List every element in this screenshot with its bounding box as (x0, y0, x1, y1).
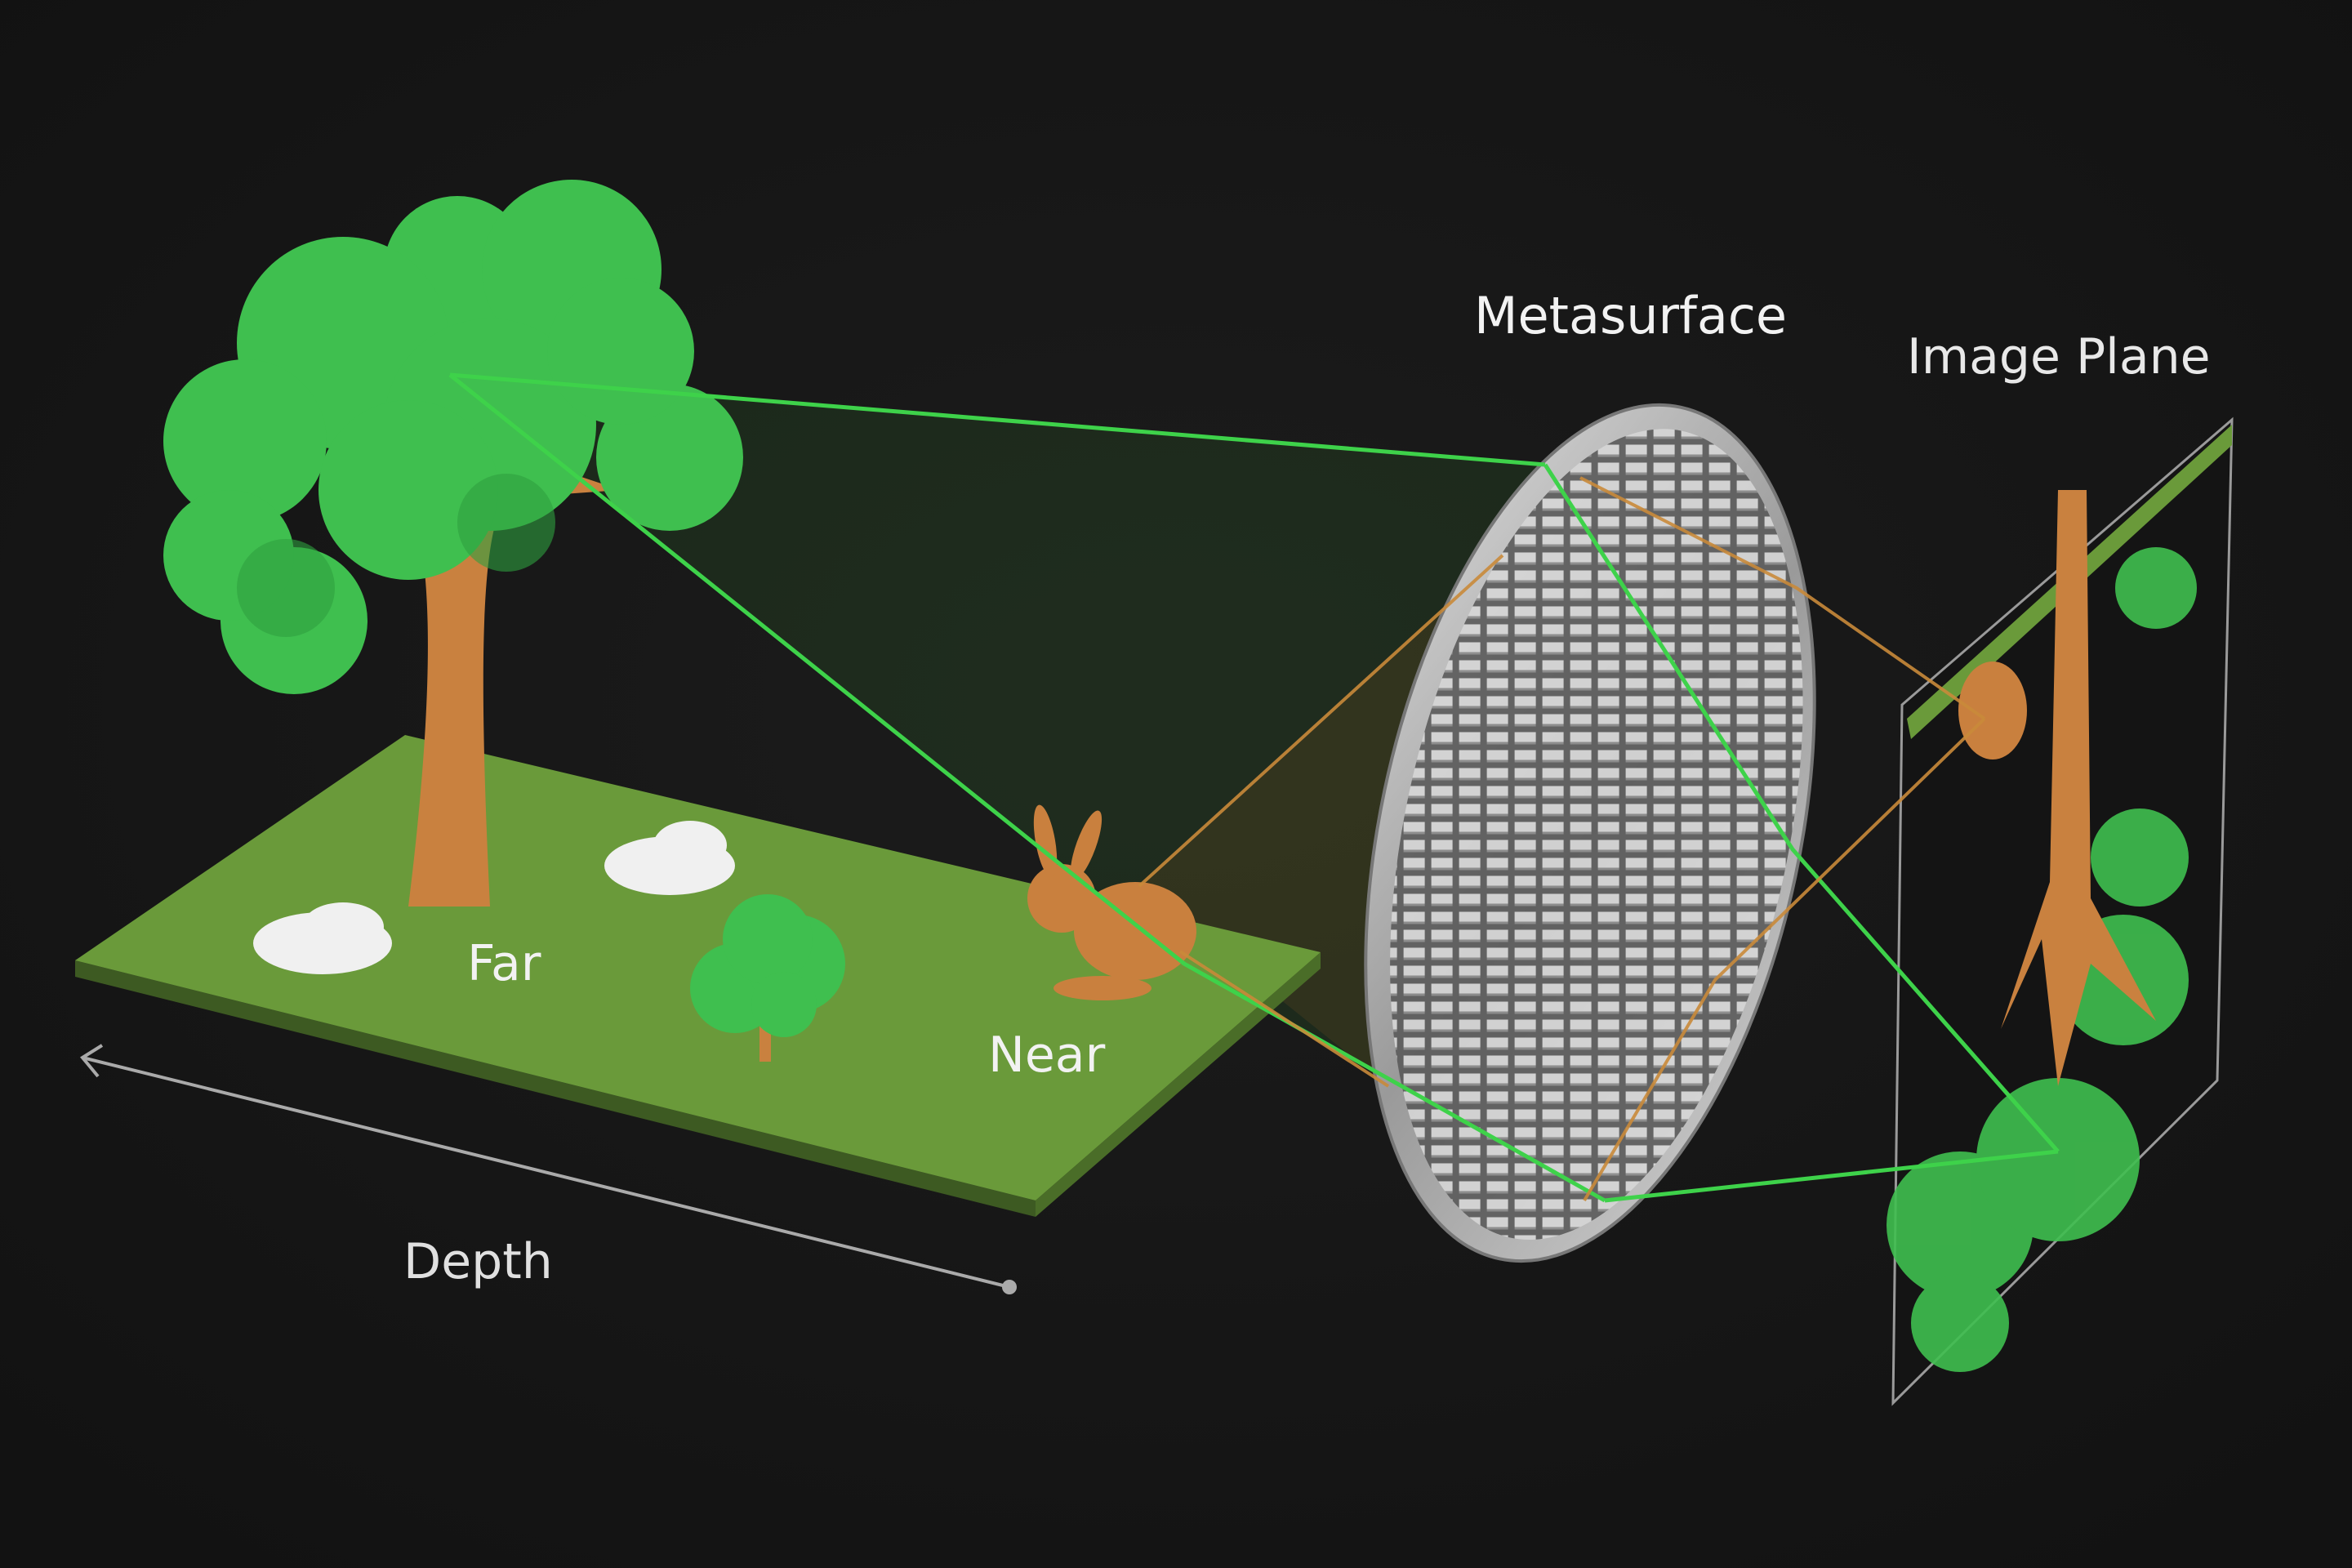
far-label: Far (467, 935, 541, 992)
depth-arrow-end-dot (1002, 1280, 1017, 1294)
rock-icon (253, 821, 735, 974)
metasurface-lens (1364, 403, 1816, 1263)
depth-arrow (80, 1044, 1010, 1289)
orange-rays (1138, 476, 1986, 1202)
image-plane-label: Image Plane (1907, 328, 2211, 385)
green-rays (448, 372, 2060, 1203)
ground-plane-side-right (1036, 952, 1321, 1217)
near-label: Near (988, 1027, 1106, 1084)
tree-icon (163, 180, 743, 906)
green-light-cone (450, 375, 1605, 1200)
bush-icon (690, 894, 845, 1062)
ground-plane-side (75, 960, 1036, 1217)
depth-label: Depth (403, 1233, 553, 1290)
metasurface-label: Metasurface (1474, 286, 1788, 345)
